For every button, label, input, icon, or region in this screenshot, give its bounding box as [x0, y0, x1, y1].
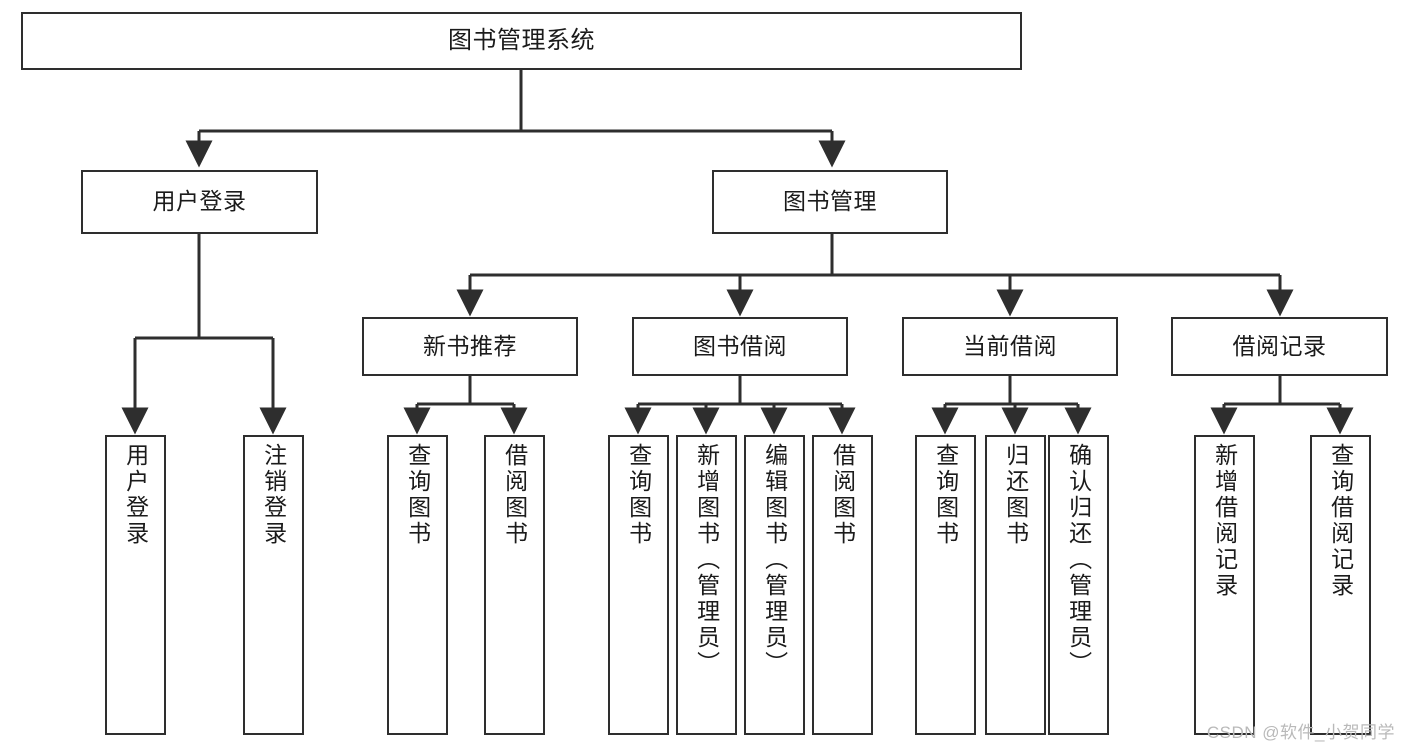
- node-borrow-record-label: 借阅记录: [1232, 332, 1327, 359]
- leaf-return-books[interactable]: 归还图书: [985, 435, 1046, 735]
- leaf-add-borrow-record-label: 新增借阅记录: [1211, 443, 1238, 599]
- leaf-borrow-books-recommend-label: 借阅图书: [501, 443, 528, 547]
- leaf-borrow-books[interactable]: 借阅图书: [812, 435, 873, 735]
- leaf-query-books-current-label: 查询图书: [932, 443, 959, 547]
- node-root[interactable]: 图书管理系统: [21, 12, 1022, 70]
- leaf-user-login-label: 用户登录: [122, 443, 149, 547]
- leaf-borrow-books-label: 借阅图书: [829, 443, 856, 547]
- leaf-query-borrow-record-label: 查询借阅记录: [1327, 443, 1354, 599]
- leaf-edit-book-admin[interactable]: 编辑图书（管理员）: [744, 435, 805, 735]
- node-book-borrow[interactable]: 图书借阅: [632, 317, 848, 376]
- leaf-query-books-borrow[interactable]: 查询图书: [608, 435, 669, 735]
- node-root-label: 图书管理系统: [448, 26, 595, 54]
- leaf-query-books-recommend-label: 查询图书: [404, 443, 431, 547]
- leaf-logout-label: 注销登录: [260, 443, 287, 547]
- leaf-user-login[interactable]: 用户登录: [105, 435, 166, 735]
- leaf-query-borrow-record[interactable]: 查询借阅记录: [1310, 435, 1371, 735]
- leaf-edit-book-admin-label: 编辑图书（管理员）: [761, 443, 788, 677]
- leaf-confirm-return-admin[interactable]: 确认归还（管理员）: [1048, 435, 1109, 735]
- leaf-query-books-recommend[interactable]: 查询图书: [387, 435, 448, 735]
- node-current-borrow-label: 当前借阅: [963, 332, 1057, 359]
- leaf-add-book-admin-label: 新增图书（管理员）: [693, 443, 720, 677]
- leaf-confirm-return-admin-label: 确认归还（管理员）: [1065, 443, 1092, 677]
- csdn-watermark: CSDN @软件_小贺同学: [1206, 723, 1395, 742]
- node-borrow-record[interactable]: 借阅记录: [1171, 317, 1388, 376]
- node-book-management[interactable]: 图书管理: [712, 170, 948, 234]
- leaf-add-borrow-record[interactable]: 新增借阅记录: [1194, 435, 1255, 735]
- leaf-query-books-borrow-label: 查询图书: [625, 443, 652, 547]
- node-user-login-label: 用户登录: [152, 188, 247, 215]
- leaf-add-book-admin[interactable]: 新增图书（管理员）: [676, 435, 737, 735]
- leaf-return-books-label: 归还图书: [1002, 443, 1029, 547]
- leaf-query-books-current[interactable]: 查询图书: [915, 435, 976, 735]
- leaf-borrow-books-recommend[interactable]: 借阅图书: [484, 435, 545, 735]
- node-new-book-recommend-label: 新书推荐: [423, 332, 517, 359]
- node-user-login[interactable]: 用户登录: [81, 170, 318, 234]
- node-book-borrow-label: 图书借阅: [693, 332, 787, 359]
- node-book-management-label: 图书管理: [783, 188, 877, 215]
- node-current-borrow[interactable]: 当前借阅: [902, 317, 1118, 376]
- node-new-book-recommend[interactable]: 新书推荐: [362, 317, 578, 376]
- leaf-logout[interactable]: 注销登录: [243, 435, 304, 735]
